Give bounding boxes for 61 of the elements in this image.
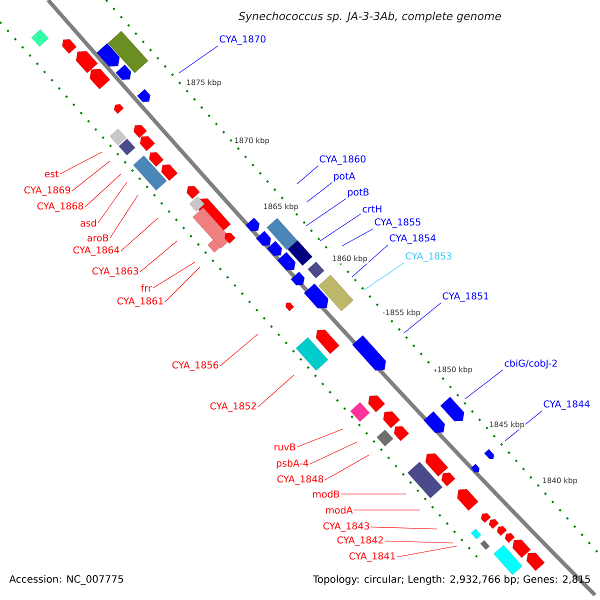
leader-line	[306, 198, 346, 226]
leader-line	[324, 454, 370, 480]
leader-line	[404, 302, 442, 334]
leader-line	[352, 244, 388, 278]
leader-line	[320, 213, 362, 242]
gene-label: CYA_1842	[337, 536, 383, 546]
leader-line	[258, 374, 294, 408]
gene-label: CYA_1870	[220, 35, 266, 45]
gene-label: cbiG/cobJ-2	[504, 359, 557, 369]
title: Synechococcus sp. JA-3-3Ab, complete genome	[238, 10, 502, 24]
leader-line	[60, 152, 102, 174]
leader-line	[464, 369, 504, 400]
gene-label: CYA_1843	[323, 522, 370, 532]
gene-label: asd	[80, 219, 96, 227]
leader-line	[306, 182, 332, 202]
gene-label: potB	[348, 188, 369, 198]
gene-label: CYA_1841	[349, 552, 395, 562]
gene-label: psbA-4	[276, 459, 308, 469]
gene-label: CYA_1854	[390, 234, 436, 244]
leader-line	[396, 546, 458, 558]
leader-line	[164, 266, 200, 302]
gene-label: CYA_1853	[406, 252, 452, 262]
gene-label: CYA_1864	[73, 246, 120, 256]
leader-line	[152, 262, 196, 288]
gene-label: ruvB	[274, 443, 296, 451]
gene-label: modA	[326, 506, 353, 514]
gene-label: crtH	[362, 205, 382, 213]
leader-line	[98, 182, 128, 224]
leader-line	[342, 228, 374, 246]
gene-label: CYA_1844	[544, 400, 590, 410]
leader-line	[504, 410, 542, 442]
accession-text: Accession: NC_007775	[9, 575, 124, 585]
gene-label: potA	[334, 172, 356, 182]
gene-label: CYA_1855	[374, 218, 420, 228]
gene-label: CYA_1851	[442, 292, 488, 302]
gene-label: aroB	[88, 234, 108, 242]
leader-line	[84, 174, 122, 208]
leader-line	[370, 526, 438, 530]
gene-label: est	[44, 170, 59, 178]
leader-line	[310, 442, 358, 464]
leader-line	[364, 262, 404, 290]
leader-line	[178, 46, 218, 74]
leader-line	[72, 160, 110, 192]
gene-label: CYA_1861	[117, 297, 163, 307]
leader-line	[110, 194, 138, 238]
gene-label: modB	[313, 490, 340, 498]
summary-text: Topology: circular; Length: 2,932,766 bp; Genes: 2,815	[312, 575, 590, 585]
gene-label: CYA_1852	[210, 402, 256, 412]
leader-line	[140, 240, 178, 272]
gene-label: CYA_1868	[37, 202, 84, 212]
gene-label: CYA_1869	[24, 186, 70, 196]
gene-label: frr	[141, 284, 152, 292]
leader-line	[120, 218, 158, 252]
leader-line	[220, 334, 258, 366]
gene-label: CYA_1863	[92, 267, 138, 277]
gene-label: CYA_1860	[320, 155, 366, 165]
leader-line	[296, 428, 344, 448]
leader-line	[384, 540, 454, 544]
gene-label: CYA_1848	[277, 475, 324, 485]
leader-line	[296, 166, 318, 184]
gene-label: CYA_1856	[172, 361, 218, 371]
